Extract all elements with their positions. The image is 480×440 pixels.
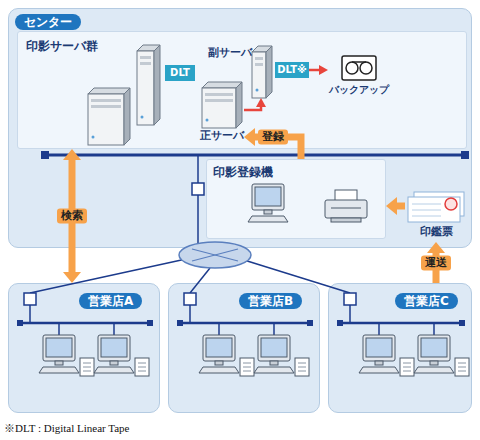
- seal-card: 印鑑票: [405, 190, 467, 242]
- server-front: [252, 52, 266, 98]
- branch-zone: 営業店C: [328, 283, 472, 413]
- server-node: 副サーバ: [208, 44, 272, 98]
- footnote: ※DLT : Digital Linear Tape: [4, 421, 130, 436]
- card-line: [412, 216, 441, 217]
- dlt-tag: DLT: [165, 65, 195, 81]
- edge-label: 登録: [258, 129, 288, 144]
- tape-reel: [346, 62, 358, 74]
- node-label: 営業店A: [79, 293, 142, 309]
- node-label: 営業店B: [239, 293, 302, 309]
- card-line: [412, 210, 441, 211]
- server-slot: [255, 63, 263, 66]
- card-sheet: [408, 197, 460, 222]
- node-label: 副サーバ: [208, 46, 252, 59]
- edge-label: 運送: [421, 255, 451, 270]
- network-cross: [192, 249, 238, 261]
- node-label: 営業店C: [395, 293, 458, 309]
- server-side: [266, 46, 272, 98]
- node-label: センター: [15, 14, 81, 30]
- server-slot: [205, 93, 233, 96]
- seal-stamp: [445, 198, 457, 210]
- server-top: [202, 82, 242, 88]
- server-slot: [255, 57, 263, 60]
- server-side: [236, 82, 242, 128]
- node-label: 印鑑票: [405, 225, 467, 238]
- node-label: バックアップ: [328, 84, 390, 96]
- node-label: 印影サーバ群: [26, 39, 98, 53]
- node-label: DLT※: [275, 64, 309, 76]
- node-label: DLT: [165, 67, 195, 79]
- server-node: 正サーバ: [198, 80, 244, 144]
- tape-band: [352, 61, 366, 63]
- dlt-tag: DLT※: [275, 62, 309, 78]
- edge-label: 検索: [57, 208, 87, 223]
- server-group: 印影サーバ群 DLT 正サーバ 副サーバ DLT※ バックアップ: [17, 31, 467, 149]
- tape-reel: [360, 62, 372, 74]
- server-front: [202, 88, 236, 128]
- network-cross: [192, 249, 238, 261]
- card-line: [412, 204, 441, 205]
- server-slot: [205, 99, 233, 102]
- branch-zone: 営業店B: [168, 283, 320, 413]
- node-label: 正サーバ: [200, 129, 244, 142]
- registration-panel: 印影登録機: [206, 159, 386, 239]
- server-led: [256, 89, 259, 92]
- branch-zone: 営業店A: [8, 283, 160, 413]
- tape-body: [342, 56, 376, 80]
- backup-tape: バックアップ: [328, 54, 390, 100]
- server-led: [206, 119, 209, 122]
- node-label: 印影登録機: [213, 165, 273, 179]
